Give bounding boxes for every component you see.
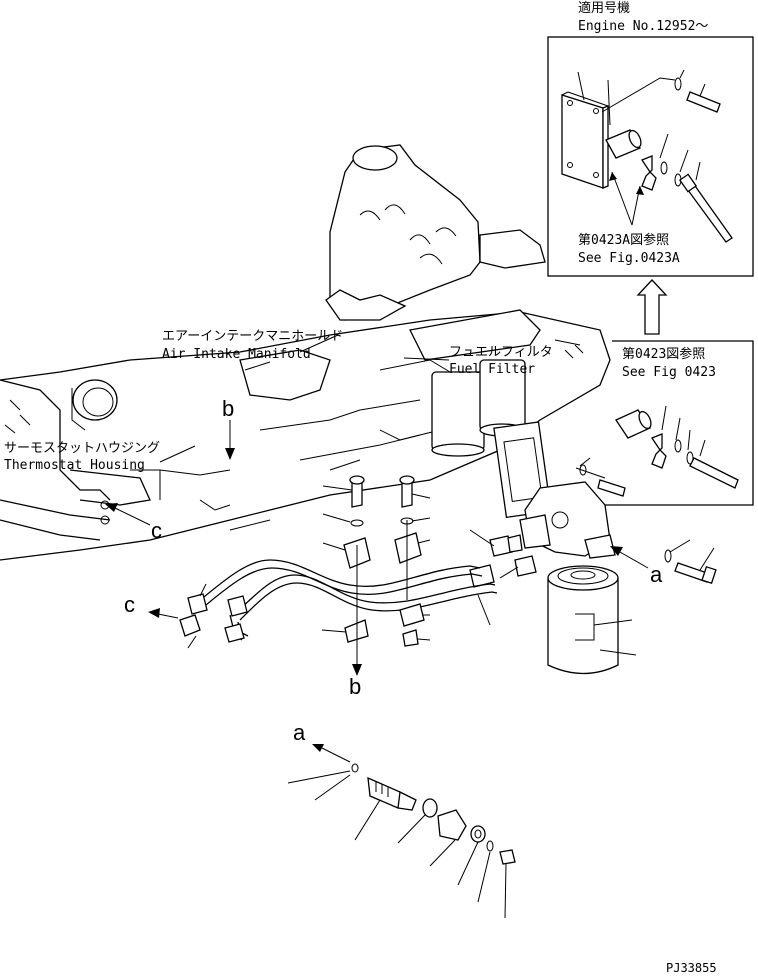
ref-letter-c-lower: c xyxy=(124,592,135,617)
applicable-engine-label-en: Engine No.12952〜 xyxy=(578,19,708,34)
ref-letter-b-lower: b xyxy=(349,674,361,699)
figure-code: PJ33855 xyxy=(666,961,717,975)
ref-letter-a-right: a xyxy=(650,562,663,587)
thermostat-housing-label-en: Thermostat Housing xyxy=(4,458,145,473)
fuel-filter-label-jp: フュエルフィルタ xyxy=(449,345,553,360)
inset-applicable-engine: 適用号機 Engine No.12952〜 xyxy=(547,0,754,277)
applicable-engine-label-jp: 適用号機 xyxy=(578,0,630,16)
bolt-part xyxy=(689,457,739,489)
ref-letter-c-upper: c xyxy=(151,518,162,543)
up-arrow-icon xyxy=(636,279,668,335)
clamps-bolts xyxy=(321,475,491,676)
clamp-part xyxy=(651,433,667,469)
reference-arrows xyxy=(105,420,649,649)
fuel-filter-label-en: Fuel Filter xyxy=(449,362,535,377)
side-ref-box: 第0423図参照 See Fig 0423 xyxy=(555,340,754,506)
tubes xyxy=(179,559,498,643)
inset-frame xyxy=(547,36,754,277)
oil-filter xyxy=(547,565,637,675)
inset-ref-en: See Fig.0423A xyxy=(578,251,680,266)
sensor-adapter xyxy=(519,481,616,559)
ref-letter-a-bottom: a xyxy=(293,720,306,745)
side-ref-jp: 第0423図参照 xyxy=(622,346,705,362)
inset-clamp xyxy=(641,155,657,191)
intake-manifold xyxy=(329,144,481,321)
side-ref-en: See Fig 0423 xyxy=(622,365,716,380)
ref-letter-b-upper: b xyxy=(222,396,234,421)
inset-bolt-upper xyxy=(686,91,721,113)
engine-block xyxy=(0,144,611,561)
inset-ref-jp: 第0423A図参照 xyxy=(578,232,669,248)
thermostat-outlet xyxy=(72,379,118,421)
sensor-assembly-exploded xyxy=(287,744,516,919)
side-bolt xyxy=(575,457,717,585)
air-intake-manifold-label-jp: エアーインテークマニホールド xyxy=(162,329,343,344)
air-intake-manifold-label-en: Air Intake Manifold xyxy=(162,347,311,362)
thermostat-housing-label-jp: サーモスタットハウジング xyxy=(4,441,160,456)
